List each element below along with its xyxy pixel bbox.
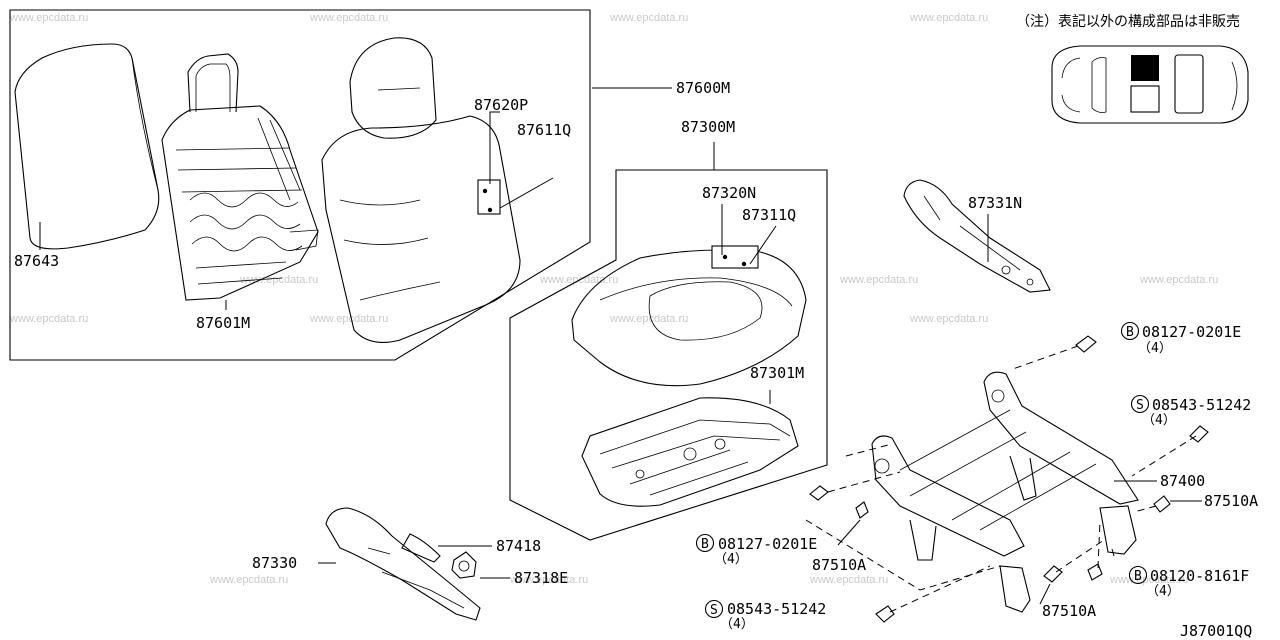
watermark: www.epcdata.ru — [309, 12, 388, 24]
backrest-pad-87643 — [14, 43, 160, 250]
watermark: www.epcdata.ru — [509, 574, 588, 586]
fastener-symbol: S — [710, 603, 718, 618]
label-87418: 87418 — [496, 537, 541, 555]
watermark: www.epcdata.ru — [9, 12, 88, 24]
drawing-code: J87001QQ — [1180, 622, 1252, 640]
fastener-callout-b-right: B 08120-8161F （4） — [1128, 565, 1249, 599]
label-87601M: 87601M — [196, 314, 250, 332]
seat-back-assembly-87600M — [321, 37, 521, 343]
seat-back-frame-87601M — [161, 53, 319, 301]
cap-87318E — [451, 551, 477, 579]
watermark: www.epcdata.ru — [1109, 574, 1188, 586]
fastener-part: 08127-0201E — [718, 535, 817, 553]
label-87643: 87643 — [14, 252, 59, 270]
fastener-callout-b-mid: B 08127-0201E （4） — [695, 533, 817, 567]
label-87331N: 87331N — [968, 194, 1022, 212]
watermark: www.epcdata.ru — [9, 313, 88, 325]
label-87311Q: 87311Q — [742, 206, 796, 224]
watermark: www.epcdata.ru — [609, 12, 688, 24]
side-trim-87330 — [325, 507, 481, 621]
seat-back-group-box — [9, 9, 591, 361]
fastener-qty: （4） — [1142, 413, 1176, 428]
fastener-callout-s-bottom: S 08543-51242 （4） — [704, 599, 826, 632]
leader-lines — [39, 87, 1202, 605]
fastener-part: 08543-51242 — [727, 600, 826, 618]
seat-cushion-87320N — [571, 245, 807, 387]
label-87400: 87400 — [1160, 472, 1205, 490]
watermark: www.epcdata.ru — [209, 574, 288, 586]
fastener-qty: （4） — [1138, 341, 1172, 356]
fastener-symbol: B — [1126, 325, 1134, 340]
label-87330: 87330 — [252, 554, 297, 572]
label-87300M: 87300M — [681, 118, 735, 136]
vehicle-location-icon — [1051, 45, 1249, 124]
cushion-frame-87301M — [581, 397, 799, 507]
label-87510A: 87510A — [812, 556, 866, 574]
fastener-qty: （4） — [1146, 584, 1180, 599]
watermark: www.epcdata.ru — [1139, 274, 1218, 286]
watermark: www.epcdata.ru — [909, 12, 988, 24]
label-87600M: 87600M — [676, 79, 730, 97]
seat-cushion-group-box — [509, 169, 828, 541]
watermark: www.epcdata.ru — [909, 313, 988, 325]
fastener-symbol: S — [1136, 398, 1144, 413]
label-87611Q: 87611Q — [517, 121, 571, 139]
label-87510A: 87510A — [1042, 602, 1096, 620]
fastener-symbol: B — [1134, 569, 1142, 584]
watermark: www.epcdata.ru — [309, 313, 388, 325]
bolts — [809, 335, 1209, 623]
watermark-layer: www.epcdata.ru www.epcdata.ru www.epcdat… — [9, 12, 1218, 586]
fastener-callout-b-top: B 08127-0201E （4） — [1120, 321, 1241, 356]
seat-frame-assembly-87400 — [871, 371, 1139, 613]
knob-87418 — [401, 533, 441, 563]
note-text: （注）表記以外の構成部品は非販売 — [1016, 13, 1240, 30]
part-labels: 87600M 87620P 87611Q 87643 87601M 87300M… — [14, 79, 1258, 640]
watermark: www.epcdata.ru — [809, 574, 888, 586]
label-87318E: 87318E — [514, 569, 568, 587]
fastener-part: 08127-0201E — [1142, 323, 1241, 341]
label-87320N: 87320N — [702, 184, 756, 202]
label-87510A: 87510A — [1204, 492, 1258, 510]
label-87301M: 87301M — [750, 364, 804, 382]
fastener-part: 08543-51242 — [1152, 396, 1251, 414]
watermark: www.epcdata.ru — [609, 313, 688, 325]
fastener-part: 08120-8161F — [1150, 567, 1249, 585]
watermark: www.epcdata.ru — [239, 274, 318, 286]
watermark: www.epcdata.ru — [839, 274, 918, 286]
fastener-qty: （4） — [714, 552, 748, 567]
fastener-symbol: B — [701, 537, 709, 552]
fastener-callout-s-right: S 08543-51242 （4） — [1130, 394, 1251, 428]
label-87620P: 87620P — [474, 96, 528, 114]
alignment-lines — [805, 345, 1197, 613]
side-cover-87331N — [903, 179, 1051, 293]
fastener-qty: （4） — [720, 617, 754, 632]
